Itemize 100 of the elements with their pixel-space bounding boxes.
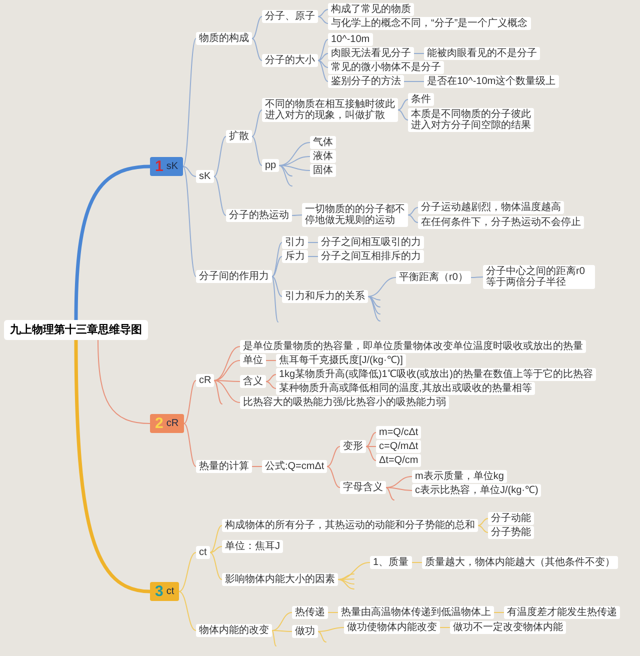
topic-card: 构成了常见的物质 — [328, 3, 414, 16]
connector-line — [318, 60, 328, 68]
connector-line — [266, 360, 276, 361]
topic-card: 与化学上的概念不同，“分子”是一个广义概念 — [328, 17, 531, 30]
topic-card: 分子动能 — [488, 512, 534, 525]
connector-line — [328, 612, 338, 613]
topic-card: 分子的大小 — [262, 54, 318, 67]
connector-line — [278, 165, 292, 186]
topic-card: 分子运动越剧烈，物体温度越高 — [418, 201, 564, 214]
main-branch-node — [150, 582, 180, 601]
branch-number: 3 — [155, 583, 164, 600]
connector-line — [318, 9, 328, 17]
topic-card: 构成物体的所有分子，其热运动的动能和分子势能的总和 — [222, 519, 478, 532]
topic-card: ct — [196, 546, 210, 559]
topic-card: 常见的微小物体不是分子 — [328, 61, 444, 74]
topic-card: c表示比热容，单位J/(kg·℃) — [412, 484, 542, 497]
connector-line — [266, 374, 276, 382]
topic-card: 气体 — [310, 136, 336, 149]
connector-line — [386, 487, 412, 491]
topic-card: pp — [262, 159, 280, 172]
topic-card: 字母含义 — [340, 481, 386, 494]
topic-card: 分子、原子 — [262, 10, 318, 23]
connector-line — [440, 627, 450, 628]
connector-line — [272, 276, 282, 297]
connector-line — [182, 38, 196, 167]
connector-line — [210, 525, 222, 553]
connector-line — [368, 296, 380, 322]
branch-number: 2 — [155, 415, 164, 432]
topic-card: Δt=Q/cm — [376, 454, 422, 467]
connector-line — [478, 518, 488, 526]
topic-card: m表示质量，单位kg — [412, 470, 507, 483]
topic-card: 单位：焦耳J — [222, 540, 283, 553]
main-branch-node — [150, 157, 184, 176]
branch-title: sK — [166, 161, 178, 172]
connector-line — [74, 164, 152, 322]
topic-card: 固体 — [310, 164, 336, 177]
connector-line — [184, 380, 196, 424]
connector-line — [318, 627, 344, 632]
main-branch-node — [150, 414, 184, 433]
connector-line — [404, 81, 424, 82]
topic-card: 热量的计算 — [196, 460, 252, 473]
connector-line — [214, 136, 226, 177]
topic-card: 斥力 — [282, 250, 308, 263]
connector-line — [338, 579, 354, 584]
topic-card: 是单位质量物质的热容量，即单位质量物体改变单位温度时吸收或放出的热量 — [240, 340, 586, 353]
topic-card: 做功使物体内能改变 — [344, 621, 440, 634]
topic-card: 1kg某物质升高(或降低)1℃吸收(或放出)的热量在数值上等于它的比热容 — [276, 368, 596, 381]
connector-line — [470, 276, 484, 278]
connector-line — [366, 446, 376, 461]
connector-line — [318, 60, 328, 82]
connector-line — [272, 256, 282, 277]
connector-line — [178, 552, 196, 592]
connector-line — [308, 256, 318, 257]
connector-line — [278, 142, 310, 166]
connector-line — [494, 612, 504, 613]
topic-card: 变形 — [340, 440, 366, 453]
topic-card: 条件 — [408, 93, 434, 106]
connector-line — [368, 277, 396, 297]
connector-line — [326, 466, 340, 488]
connector-line — [252, 136, 262, 166]
connector-line — [478, 525, 488, 533]
topic-card: 在任何条件下，分子热运动不会停止 — [418, 216, 584, 229]
topic-card: 物质的构成 — [196, 32, 252, 45]
connector-line — [386, 487, 394, 500]
topic-card: 热量由高温物体传递到低温物体上 — [338, 606, 494, 619]
connector-line — [182, 166, 196, 177]
connector-line — [272, 630, 292, 632]
topic-card: 分子之间互相排斥的力 — [318, 250, 424, 263]
connector-line — [368, 296, 380, 308]
connector-line — [338, 579, 354, 590]
branch-title: ct — [166, 586, 174, 597]
topic-card: 分子势能 — [488, 526, 534, 539]
connector-line — [318, 53, 328, 61]
connector-line — [398, 99, 408, 110]
topic-card: 物体内能的改变 — [196, 624, 272, 637]
connector-line — [98, 340, 150, 424]
topic-card: 做功 — [292, 625, 318, 638]
connector-line — [182, 166, 196, 277]
topic-card: 液体 — [310, 150, 336, 163]
topic-card: 分子间的作用力 — [196, 270, 272, 283]
connector-line — [272, 242, 282, 277]
connector-line — [74, 338, 152, 594]
connector-line — [272, 612, 292, 631]
connector-line — [252, 16, 262, 39]
connector-line — [368, 296, 380, 300]
connector-line — [178, 591, 196, 631]
connector-line — [414, 53, 424, 54]
connector-line — [318, 631, 326, 642]
connector-line — [252, 466, 262, 467]
connector-line — [318, 39, 328, 61]
connector-line — [210, 552, 222, 580]
branch-title: cR — [166, 418, 179, 429]
connector-line — [214, 380, 222, 404]
connector-line — [214, 360, 240, 381]
topic-card: 公式:Q=cmΔt — [262, 460, 328, 473]
connector-line — [278, 165, 292, 176]
connector-line — [318, 16, 328, 24]
topic-card: 能被肉眼看见的不是分子 — [424, 47, 540, 60]
connector-line — [366, 432, 376, 447]
connector-line — [272, 630, 276, 646]
